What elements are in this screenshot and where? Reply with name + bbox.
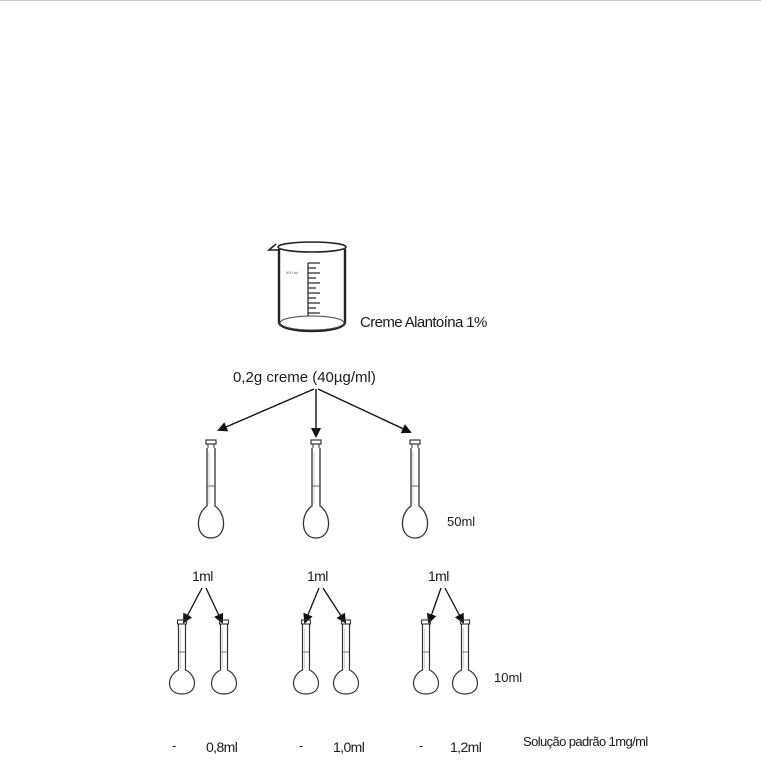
standard-dash-2: - bbox=[299, 738, 303, 753]
flask-10ml-2a bbox=[294, 620, 319, 694]
beaker-scale-text: 600 ml bbox=[286, 270, 298, 275]
flask-10ml-1b bbox=[212, 620, 237, 694]
flask-50ml-3 bbox=[402, 440, 427, 538]
beaker-label: Creme Alantoína 1% bbox=[360, 314, 487, 331]
standard-volume-3: 1,2ml bbox=[450, 739, 481, 755]
flask-10ml-1a bbox=[170, 620, 195, 694]
aliquot-label-2: 1ml bbox=[307, 568, 328, 584]
aliquot-label-3: 1ml bbox=[428, 568, 449, 584]
standard-solution-label: Solução padrão 1mg/ml bbox=[523, 734, 648, 749]
aliquot-label-1: 1ml bbox=[192, 568, 213, 584]
flask-50ml-label: 50ml bbox=[447, 514, 475, 529]
standard-dash-1: - bbox=[172, 738, 176, 753]
flask-10ml-2b bbox=[334, 620, 359, 694]
beaker-icon bbox=[269, 242, 346, 331]
flask-10ml-label: 10ml bbox=[494, 670, 522, 685]
sample-to-flasks-arrows bbox=[219, 389, 410, 436]
flask-10ml-3a bbox=[414, 620, 439, 694]
sample-label: 0,2g creme (40µg/ml) bbox=[233, 369, 376, 386]
flask-50ml-1 bbox=[198, 440, 223, 538]
standard-dash-3: - bbox=[419, 738, 423, 753]
standard-volume-1: 0,8ml bbox=[206, 739, 237, 755]
standard-volume-2: 1,0ml bbox=[333, 739, 364, 755]
aliquot-arrows bbox=[184, 588, 463, 622]
flask-50ml-2 bbox=[303, 440, 328, 538]
flask-10ml-3b bbox=[453, 620, 478, 694]
